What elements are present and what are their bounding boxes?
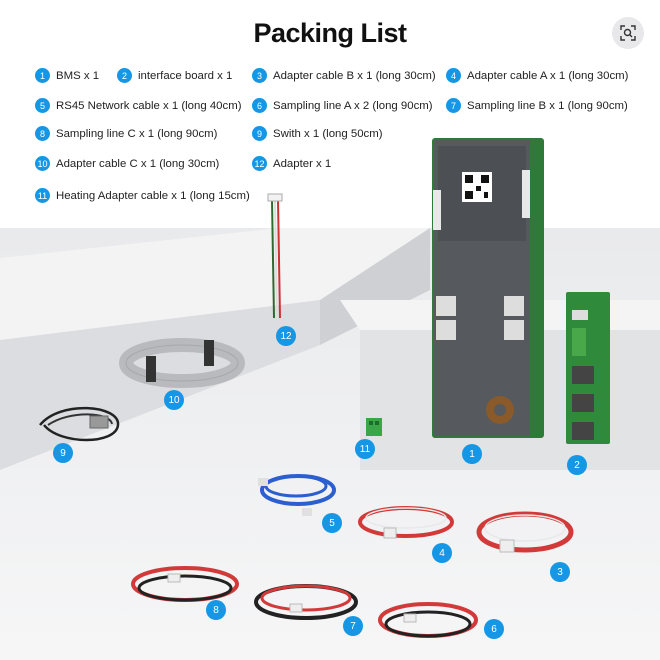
legend-item: 6 Sampling line A x 2 (long 90cm)	[252, 98, 433, 113]
legend-item: 3 Adapter cable B x 1 (long 30cm)	[252, 68, 436, 83]
lens-search-icon	[620, 25, 636, 41]
legend-text: Adapter cable B x 1 (long 30cm)	[273, 69, 436, 82]
legend-item: 5 RS45 Network cable x 1 (long 40cm)	[35, 98, 242, 113]
legend-text: Heating Adapter cable x 1 (long 15cm)	[56, 189, 250, 202]
legend-number: 5	[35, 98, 50, 113]
callout-badge-5: 5	[322, 513, 342, 533]
legend-text: Adapter cable C x 1 (long 30cm)	[56, 157, 220, 170]
sampling-line-7-graphic	[254, 584, 358, 620]
legend-item: 9 Swith x 1 (long 50cm)	[252, 126, 383, 141]
legend-text: RS45 Network cable x 1 (long 40cm)	[56, 99, 242, 112]
legend-number: 9	[252, 126, 267, 141]
page-title: Packing List	[253, 18, 407, 48]
legend-item: 2 interface board x 1	[117, 68, 232, 83]
legend-number: 6	[252, 98, 267, 113]
legend-number: 2	[117, 68, 132, 83]
legend-text: BMS x 1	[56, 69, 100, 82]
legend-number: 12	[252, 156, 267, 171]
ribbon-cable-10-graphic	[119, 338, 245, 388]
legend-number: 10	[35, 156, 50, 171]
callout-badge-8: 8	[206, 600, 226, 620]
visual-search-button[interactable]	[612, 17, 644, 49]
legend-text: Sampling line C x 1 (long 90cm)	[56, 127, 218, 140]
legend-text: Sampling line B x 1 (long 90cm)	[467, 99, 628, 112]
sampling-line-6-graphic	[378, 602, 478, 638]
legend-text: Sampling line A x 2 (long 90cm)	[273, 99, 433, 112]
legend-item: 10 Adapter cable C x 1 (long 30cm)	[35, 156, 219, 171]
callout-badge-9: 9	[53, 443, 73, 463]
network-cable-5-graphic	[258, 474, 336, 516]
legend-item: 1 BMS x 1	[35, 68, 99, 83]
callout-badge-2: 2	[567, 455, 587, 475]
legend-number: 1	[35, 68, 50, 83]
legend-item: 7 Sampling line B x 1 (long 90cm)	[446, 98, 628, 113]
callout-badge-4: 4	[432, 543, 452, 563]
legend-item: 12 Adapter x 1	[252, 156, 331, 171]
interface-board-2-graphic	[566, 292, 610, 444]
legend-item: 4 Adapter cable A x 1 (long 30cm)	[446, 68, 628, 83]
legend-number: 8	[35, 126, 50, 141]
adapter-cable-4-graphic	[358, 506, 454, 539]
legend-item: 8 Sampling line C x 1 (long 90cm)	[35, 126, 217, 141]
adapter-cable-3-graphic	[476, 511, 574, 553]
legend-text: Swith x 1 (long 50cm)	[273, 127, 383, 140]
legend-number: 11	[35, 188, 50, 203]
heating-adapter-11-graphic	[366, 418, 382, 436]
callout-badge-11: 11	[355, 439, 375, 459]
bms-board-1-graphic	[432, 138, 544, 438]
callout-badge-1: 1	[462, 444, 482, 464]
legend-item: 11 Heating Adapter cable x 1 (long 15cm)	[35, 188, 250, 203]
callout-badge-6: 6	[484, 619, 504, 639]
legend-text: Adapter x 1	[273, 157, 332, 170]
switch-9-graphic	[39, 406, 120, 442]
callout-badge-7: 7	[343, 616, 363, 636]
sampling-line-8-graphic	[131, 566, 239, 602]
adapter-12-graphic	[267, 193, 283, 319]
callout-badge-3: 3	[550, 562, 570, 582]
legend-text: Adapter cable A x 1 (long 30cm)	[467, 69, 629, 82]
legend-number: 4	[446, 68, 461, 83]
legend-number: 7	[446, 98, 461, 113]
callout-badge-10: 10	[164, 390, 184, 410]
legend-text: interface board x 1	[138, 69, 233, 82]
legend-number: 3	[252, 68, 267, 83]
callout-badge-12: 12	[276, 326, 296, 346]
